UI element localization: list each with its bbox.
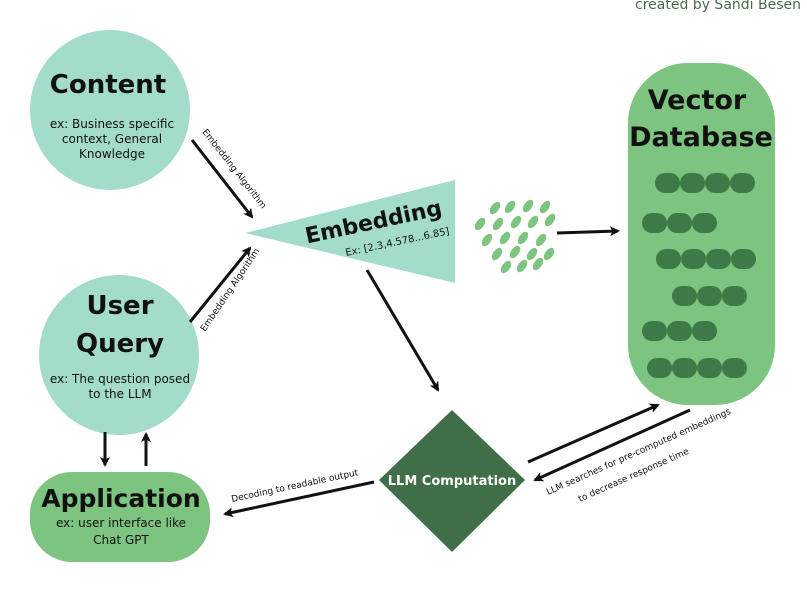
vector-dot [731, 249, 756, 269]
application-node: Application ex: user interface like Chat… [30, 472, 210, 562]
embedding-dot [544, 213, 556, 227]
embedding-dot [500, 260, 512, 274]
embedding-node: Embedding Ex: [2.3,4.578...6.85] [245, 180, 455, 283]
edges [100, 139, 691, 518]
embedding-dot [509, 245, 521, 259]
embedding-dot [504, 200, 516, 214]
vector-dot [656, 249, 681, 269]
vector-database-node: Vector Database [628, 63, 775, 405]
embedding-dot [517, 231, 529, 245]
vector-dot [667, 321, 692, 341]
vector-dot [705, 173, 730, 193]
llm-title: LLM Computation [388, 474, 516, 489]
vector-dot [692, 213, 717, 233]
vector-dot [647, 358, 672, 378]
embedding-dot [526, 247, 538, 261]
embedding-dot [510, 215, 522, 229]
vector-dot [706, 249, 731, 269]
label-content-embedding: Embedding Algorithm [200, 128, 268, 211]
embedding-dot [489, 201, 501, 215]
user-query-node: User Query ex: The question posed to the… [39, 275, 199, 435]
content-desc-2: context, General [62, 132, 162, 146]
application-pill [30, 472, 210, 562]
arrow-embedding-to-llm [365, 269, 440, 392]
embedding-dot [474, 217, 486, 231]
label-query-embedding: Embedding Algorithm [199, 247, 262, 334]
vector-dot [672, 286, 697, 306]
embedding-triangle [245, 180, 455, 283]
arrow-database-to-llm [533, 408, 691, 482]
content-circle [30, 30, 190, 190]
embedding-dot [491, 247, 503, 261]
vector-dot [722, 358, 747, 378]
vector-dot [680, 173, 705, 193]
user-query-title-1: User [86, 291, 153, 321]
llm-diamond [379, 410, 525, 552]
vector-database-title-1: Vector [648, 85, 747, 116]
vector-dot [722, 286, 747, 306]
credit-text: created by Sandi Besen [635, 0, 801, 13]
embedding-dot [492, 217, 504, 231]
application-desc-2: Chat GPT [93, 533, 149, 547]
vector-dot [730, 173, 755, 193]
llm-node: LLM Computation [379, 410, 525, 552]
application-title: Application [41, 484, 200, 513]
vector-dot [642, 321, 667, 341]
vector-dot [667, 213, 692, 233]
arrow-content-to-embedding [190, 139, 254, 219]
embedding-dot [499, 231, 511, 245]
vector-database-capsule [628, 63, 775, 405]
embedding-dot [527, 215, 539, 229]
embedding-dot [516, 259, 528, 273]
arrow-llm-to-application [223, 480, 375, 518]
content-title: Content [50, 70, 166, 100]
arrow-dots-to-database [556, 226, 620, 237]
embedding-dot [532, 257, 544, 271]
content-desc-1: ex: Business specific [50, 117, 174, 131]
user-query-desc-1: ex: The question posed [50, 372, 190, 386]
vector-dot [642, 213, 667, 233]
vector-dot [655, 173, 680, 193]
arrow-query-to-embedding [188, 246, 252, 323]
vector-dot [692, 321, 717, 341]
application-desc-1: ex: user interface like [56, 516, 186, 530]
vector-dot [697, 358, 722, 378]
content-node: Content ex: Business specific context, G… [30, 30, 190, 190]
vector-rows [642, 173, 756, 378]
embedding-dot [539, 200, 551, 214]
embedding-dots [474, 199, 556, 274]
vector-dot [681, 249, 706, 269]
vector-dot [697, 286, 722, 306]
user-query-desc-2: to the LLM [88, 387, 151, 401]
vector-dot [672, 358, 697, 378]
vector-database-title-2: Database [629, 122, 773, 153]
embedding-dot [535, 233, 547, 247]
embedding-dot [481, 233, 493, 247]
user-query-title-2: Query [76, 329, 164, 359]
user-query-circle [39, 275, 199, 435]
embedding-dot [522, 199, 534, 213]
embedding-dot [543, 247, 555, 261]
arrow-llm-to-database [527, 403, 660, 464]
content-desc-3: Knowledge [79, 147, 145, 161]
label-db-llm-1: LLM searches for pre-computed embeddings [545, 407, 733, 498]
